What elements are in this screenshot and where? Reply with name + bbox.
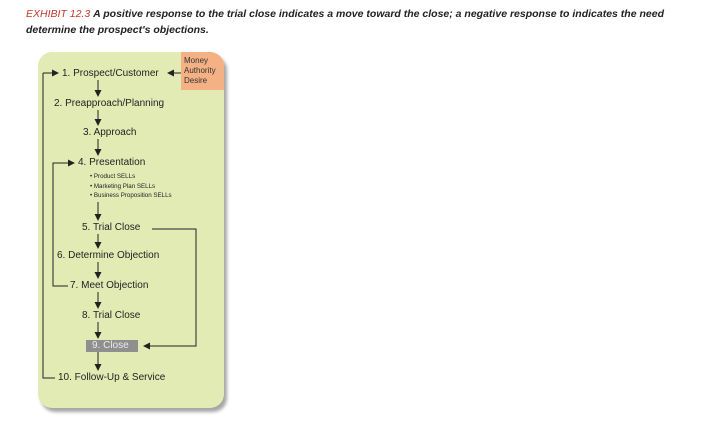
bullet-marketing-plan-sells: • Marketing Plan SELLs	[90, 182, 156, 190]
mad-authority: Authority	[184, 66, 216, 75]
mad-desire: Desire	[184, 76, 208, 85]
money-authority-desire-box: Money Authority Desire	[181, 52, 224, 90]
figure-caption: EXHIBIT 12.3 A positive response to the …	[26, 6, 686, 38]
step-presentation: 4. Presentation	[78, 157, 146, 168]
step-preapproach-planning: 2. Preapproach/Planning	[54, 98, 165, 109]
step-approach: 3. Approach	[83, 127, 137, 138]
step-trial-close-2: 8. Trial Close	[82, 310, 141, 321]
close-box: 9. Close	[86, 340, 138, 352]
bullet-product-sells: • Product SELLs	[90, 173, 136, 180]
follow-up-to-prospect-loop	[42, 73, 55, 379]
bullet-business-proposition-sells: • Business Proposition SELLs	[90, 192, 172, 199]
step-close: 9. Close	[92, 340, 129, 351]
mad-money: Money	[184, 56, 209, 65]
step-meet-objection: 7. Meet Objection	[70, 280, 149, 291]
step-determine-objection: 6. Determine Objection	[57, 250, 160, 261]
step-trial-close-1: 5. Trial Close	[82, 222, 141, 233]
step-prospect-customer: 1. Prospect/Customer	[62, 68, 159, 79]
step-follow-up-service: 10. Follow-Up & Service	[58, 372, 166, 383]
trial-close-to-close-loop	[143, 228, 197, 350]
presentation-bullets: • Product SELLs • Marketing Plan SELLs •…	[90, 172, 172, 201]
caption-text: A positive response to the trial close i…	[26, 8, 664, 36]
meet-objection-to-presentation-loop	[52, 159, 75, 287]
exhibit-label: EXHIBIT 12.3	[26, 8, 91, 20]
